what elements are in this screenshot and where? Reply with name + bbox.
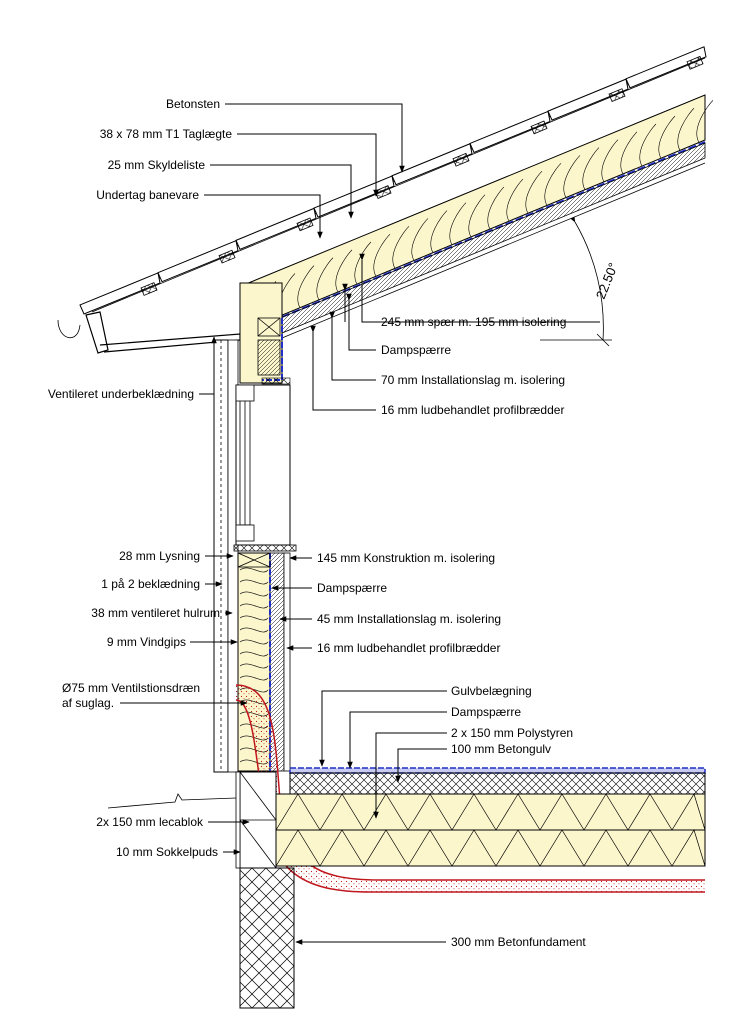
- roof-labels: Betonsten 38 x 78 mm T1 Taglægte 25 mm S…: [48, 97, 621, 417]
- label-lecablok: 2x 150 mm lecablok: [96, 815, 204, 829]
- polystyrene-lower: [275, 829, 706, 867]
- label-skyldeliste: 25 mm Skyldeliste: [108, 158, 206, 172]
- label-betonfundament: 300 mm Betonfundament: [451, 935, 586, 949]
- label-vindgips: 9 mm Vindgips: [107, 635, 186, 649]
- label-beklaedning: 1 på 2 beklædning: [101, 577, 200, 591]
- label-underbeklaedning: Ventileret underbeklædning: [48, 387, 194, 401]
- roof-assembly: [57, 46, 714, 354]
- roof-tiles: [79, 46, 707, 315]
- wall-labels: 28 mm Lysning 1 på 2 beklædning 38 mm ve…: [91, 549, 501, 655]
- leader-lines: [120, 103, 600, 945]
- label-hulrum: 38 mm ventileret hulrum: [91, 606, 220, 620]
- base-labels: Ø75 mm Ventilstionsdræn af suglag. Gulvb…: [62, 681, 586, 949]
- label-wall-profilbraedder: 16 mm ludbehandlet profilbrædder: [317, 641, 500, 655]
- concrete-foundation: [239, 867, 295, 1009]
- angle-label: 22.50°: [593, 261, 621, 302]
- label-drain-line1: Ø75 mm Ventilstionsdræn: [62, 681, 200, 695]
- label-roof-profilbraedder: 16 mm ludbehandlet profilbrædder: [381, 403, 564, 417]
- roof-installation-layer: [279, 142, 706, 334]
- label-betongulv: 100 mm Betongulv: [451, 742, 551, 756]
- angle-arc: [570, 216, 604, 341]
- foundation-assembly: [107, 684, 706, 1009]
- polystyrene-upper: [275, 793, 706, 831]
- roof-vapour-barrier: [281, 141, 706, 318]
- label-wall-dampspaerre: Dampspærre: [317, 581, 387, 595]
- label-konstruktion: 145 mm Konstruktion m. isolering: [317, 551, 495, 565]
- roof-insulation: [245, 94, 706, 317]
- label-lysning: 28 mm Lysning: [119, 549, 200, 563]
- label-spaer: 245 mm spær m. 195 mm isolering: [381, 315, 566, 329]
- label-roof-dampspaerre: Dampspærre: [381, 343, 451, 357]
- roof-insulation-pattern: [259, 100, 714, 324]
- roof-wall-junction: [239, 282, 291, 385]
- label-undertag: Undertag banevare: [96, 188, 199, 202]
- polystyrene-pattern: [275, 793, 706, 867]
- label-gulvbelaegning: Gulvbelægning: [451, 684, 532, 698]
- label-roof-installationslag: 70 mm Installationslag m. isolering: [381, 373, 565, 387]
- label-betonsten: Betonsten: [166, 97, 220, 111]
- label-floor-dampspaerre: Dampspærre: [451, 705, 521, 719]
- label-sokkelpuds: 10 mm Sokkelpuds: [116, 845, 218, 859]
- label-polystyren: 2 x 150 mm Polystyren: [451, 726, 573, 740]
- label-drain-line2: af suglag.: [62, 696, 114, 710]
- label-taglaegte: 38 x 78 mm T1 Taglægte: [100, 127, 233, 141]
- label-wall-installationslag: 45 mm Installationslag m. isolering: [317, 612, 501, 626]
- concrete-floor: [289, 772, 706, 795]
